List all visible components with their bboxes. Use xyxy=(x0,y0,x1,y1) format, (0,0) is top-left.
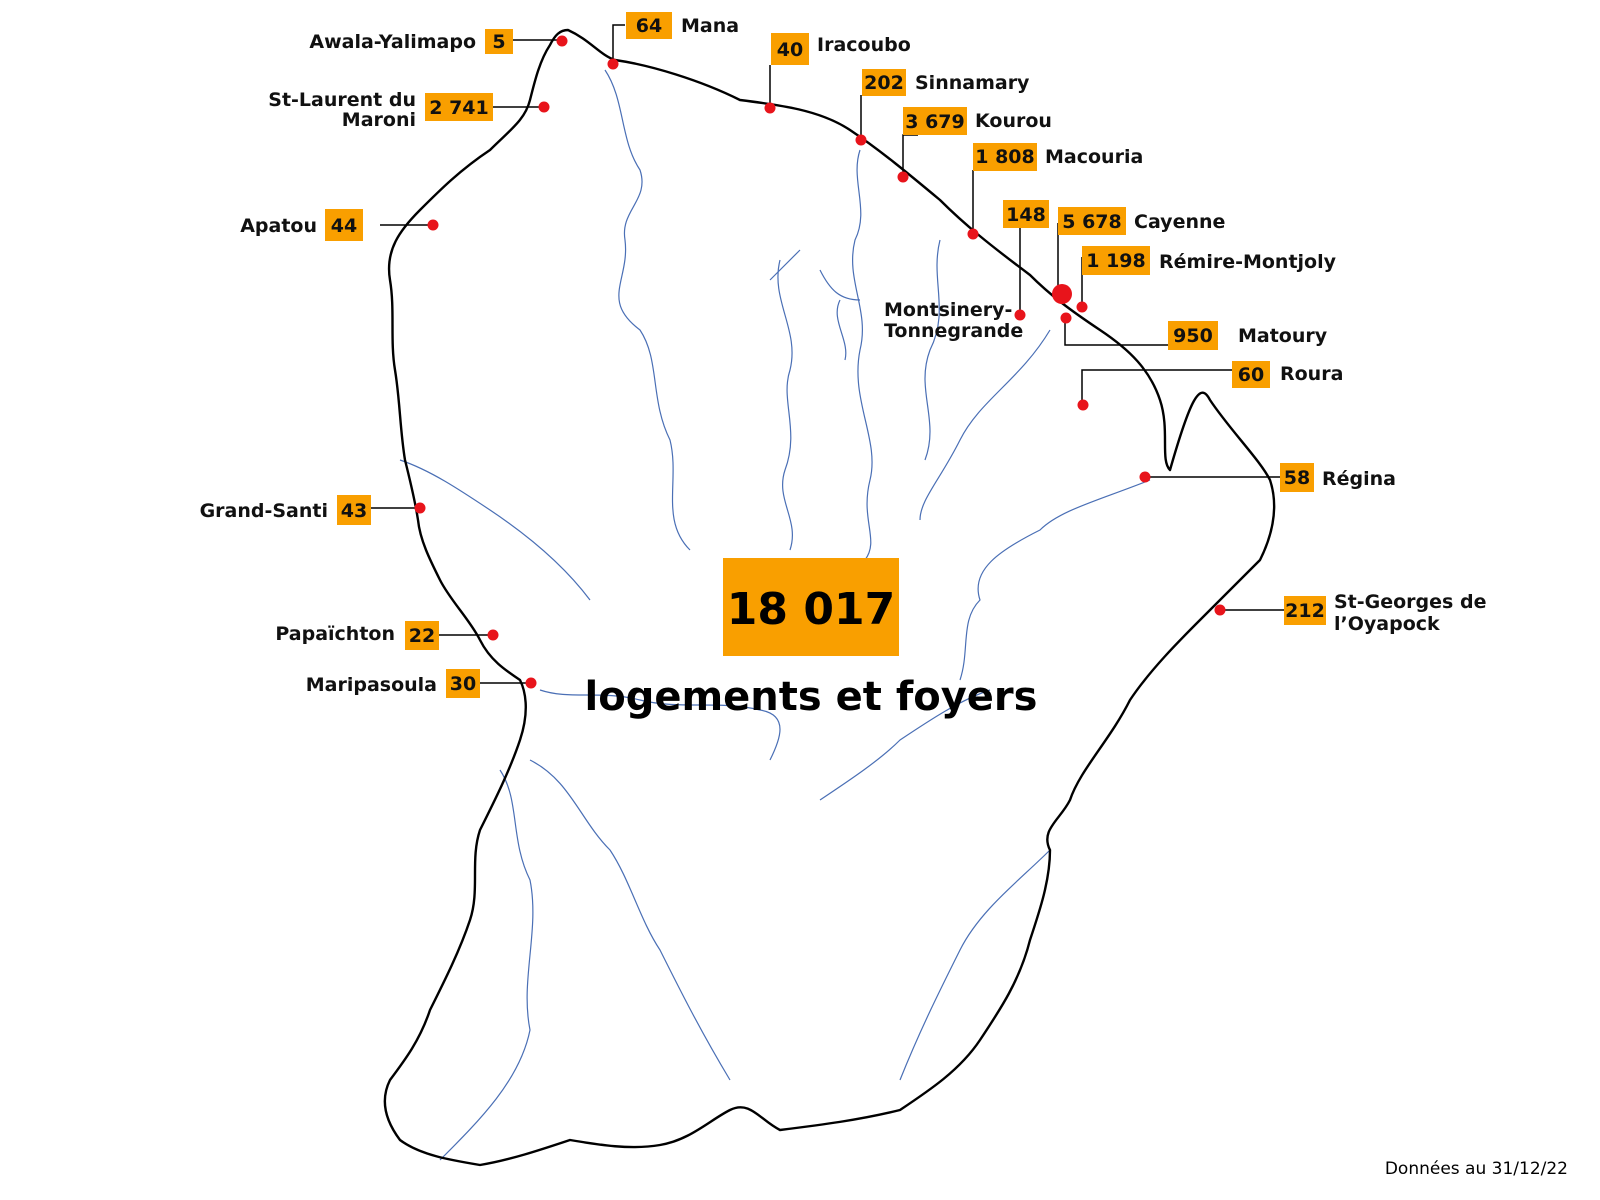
value-box-kourou xyxy=(903,107,967,135)
value-grand-santi: 43 xyxy=(341,500,367,522)
total-subtitle: logements et foyers xyxy=(585,674,1038,720)
name-montsinery-line1: Montsinery- xyxy=(884,299,1012,321)
dot-st-georges xyxy=(1214,604,1226,616)
name-maripasoula: Maripasoula xyxy=(306,674,437,696)
name-kourou: Kourou xyxy=(975,110,1052,132)
total-box xyxy=(723,558,899,656)
dot-st-laurent xyxy=(538,101,550,113)
value-box-apatou xyxy=(325,209,363,241)
value-box-sinnamary xyxy=(862,69,906,96)
name-awala-yalimapo: Awala-Yalimapo xyxy=(309,31,476,53)
value-macouria: 1 808 xyxy=(975,146,1035,168)
data-date-footnote: Données au 31/12/22 xyxy=(1385,1159,1568,1179)
dot-matoury xyxy=(1060,312,1072,324)
dot-papaichton xyxy=(487,629,499,641)
value-box-remire-montjoly xyxy=(1082,246,1150,275)
dot-sinnamary xyxy=(855,134,867,146)
value-awala-yalimapo: 5 xyxy=(492,31,505,53)
value-box-cayenne xyxy=(1058,207,1126,235)
name-grand-santi: Grand-Santi xyxy=(200,500,328,522)
dot-regina xyxy=(1139,471,1151,483)
dot-mana xyxy=(607,58,619,70)
value-box-maripasoula xyxy=(446,669,480,698)
dot-roura xyxy=(1077,399,1089,411)
value-box-awala-yalimapo xyxy=(485,29,513,54)
name-st-georges-line2: l’Oyapock xyxy=(1334,613,1440,635)
name-regina: Régina xyxy=(1322,468,1396,490)
value-regina: 58 xyxy=(1284,467,1310,489)
name-macouria: Macouria xyxy=(1045,146,1143,168)
value-st-laurent: 2 741 xyxy=(429,97,489,119)
value-box-mana xyxy=(626,12,672,39)
value-remire-montjoly: 1 198 xyxy=(1086,250,1146,272)
value-box-st-laurent xyxy=(425,93,493,121)
name-sinnamary: Sinnamary xyxy=(915,72,1030,94)
labels: 5 Awala-Yalimapo 64 Mana 40 Iracoubo 202… xyxy=(200,12,1486,698)
value-kourou: 3 679 xyxy=(905,111,965,133)
name-st-laurent-line2: Maroni xyxy=(342,109,416,131)
value-box-montsinery xyxy=(1003,200,1049,228)
dot-remire-montjoly xyxy=(1076,301,1088,313)
name-iracoubo: Iracoubo xyxy=(817,34,911,56)
value-cayenne: 5 678 xyxy=(1062,211,1122,233)
dot-cayenne xyxy=(1052,284,1072,304)
name-mana: Mana xyxy=(681,15,739,37)
value-montsinery: 148 xyxy=(1006,204,1046,226)
value-box-macouria xyxy=(973,143,1037,171)
value-maripasoula: 30 xyxy=(450,673,476,695)
total-value: 18 017 xyxy=(727,584,895,635)
name-papaichton: Papaïchton xyxy=(275,623,395,645)
dot-kourou xyxy=(897,171,909,183)
name-cayenne: Cayenne xyxy=(1134,211,1225,233)
dot-grand-santi xyxy=(414,502,426,514)
value-box-st-georges xyxy=(1284,596,1326,625)
dot-macouria xyxy=(967,228,979,240)
value-box-roura xyxy=(1232,361,1270,388)
name-st-laurent-line1: St-Laurent du xyxy=(268,89,416,111)
rivers xyxy=(399,69,1151,1161)
value-st-georges: 212 xyxy=(1285,600,1325,622)
dot-apatou xyxy=(427,219,439,231)
value-box-regina xyxy=(1280,463,1314,492)
value-sinnamary: 202 xyxy=(864,72,904,94)
dot-awala-yalimapo xyxy=(556,35,568,47)
name-remire-montjoly: Rémire-Montjoly xyxy=(1159,251,1337,273)
value-apatou: 44 xyxy=(331,215,357,237)
value-mana: 64 xyxy=(636,15,662,37)
dot-montsinery xyxy=(1014,309,1026,321)
name-roura: Roura xyxy=(1280,363,1343,385)
value-box-iracoubo xyxy=(771,33,809,65)
value-iracoubo: 40 xyxy=(777,39,803,61)
coastline xyxy=(383,28,1276,1167)
dot-iracoubo xyxy=(764,102,776,114)
name-st-georges-line1: St-Georges de xyxy=(1334,591,1486,613)
value-roura: 60 xyxy=(1238,364,1264,386)
value-papaichton: 22 xyxy=(409,625,435,647)
name-montsinery-line2: Tonnegrande xyxy=(884,320,1023,342)
value-box-matoury xyxy=(1168,321,1218,350)
value-box-papaichton xyxy=(405,621,439,650)
value-matoury: 950 xyxy=(1173,325,1213,347)
name-matoury: Matoury xyxy=(1238,325,1328,347)
location-dots xyxy=(414,35,1226,689)
value-box-grand-santi xyxy=(337,495,371,525)
name-apatou: Apatou xyxy=(240,215,317,237)
dot-maripasoula xyxy=(525,677,537,689)
